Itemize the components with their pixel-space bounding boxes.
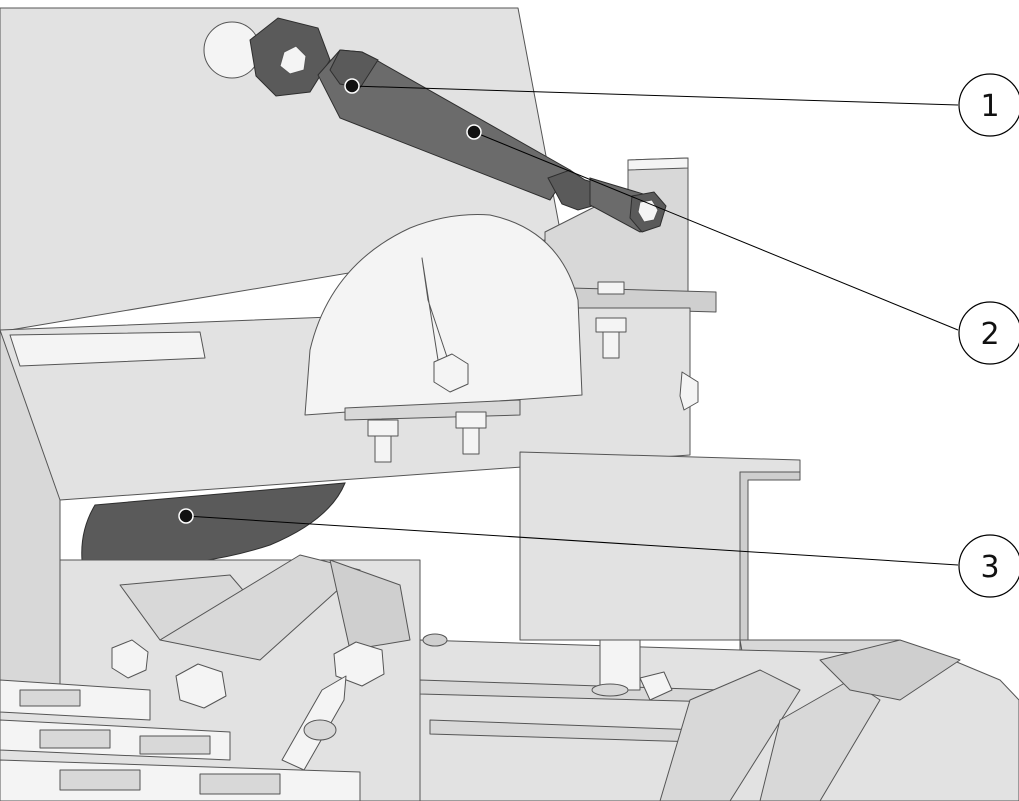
- callout-number-2: 2: [980, 317, 999, 352]
- callout-number-1: 1: [980, 89, 999, 124]
- pointer-hex-nut: [433, 353, 469, 393]
- callout-circle-2: [958, 301, 1019, 365]
- bolts-right-bracket: [595, 281, 699, 411]
- lower-mechanism: [0, 554, 421, 801]
- hex-bolt: [175, 663, 227, 709]
- callout-circle-3: [958, 534, 1019, 598]
- angle-scale-plate: [304, 214, 583, 421]
- leader-dot-1: [344, 78, 360, 94]
- bolts-under-plate: [367, 411, 487, 463]
- leader-lines: [178, 78, 959, 566]
- callout-2: 2: [958, 301, 1019, 365]
- angle-iron: [519, 451, 906, 669]
- hex-bolt: [333, 641, 385, 687]
- callout-3: 3: [958, 534, 1019, 598]
- callout-1: 1: [958, 73, 1019, 137]
- leader-dot-3: [178, 508, 194, 524]
- hex-bolt: [111, 639, 149, 679]
- leader-line-2: [473, 131, 959, 331]
- leader-dot-2: [466, 124, 482, 140]
- chain-links: [0, 679, 361, 801]
- leader-line-3: [185, 515, 959, 566]
- callout-number-3: 3: [980, 550, 999, 585]
- lower-right-shafts: [419, 633, 1019, 801]
- blade-segment: [81, 482, 346, 566]
- turnbuckle-rod: [203, 17, 667, 233]
- leader-line-1: [351, 85, 959, 106]
- callout-circle-1: [958, 73, 1019, 137]
